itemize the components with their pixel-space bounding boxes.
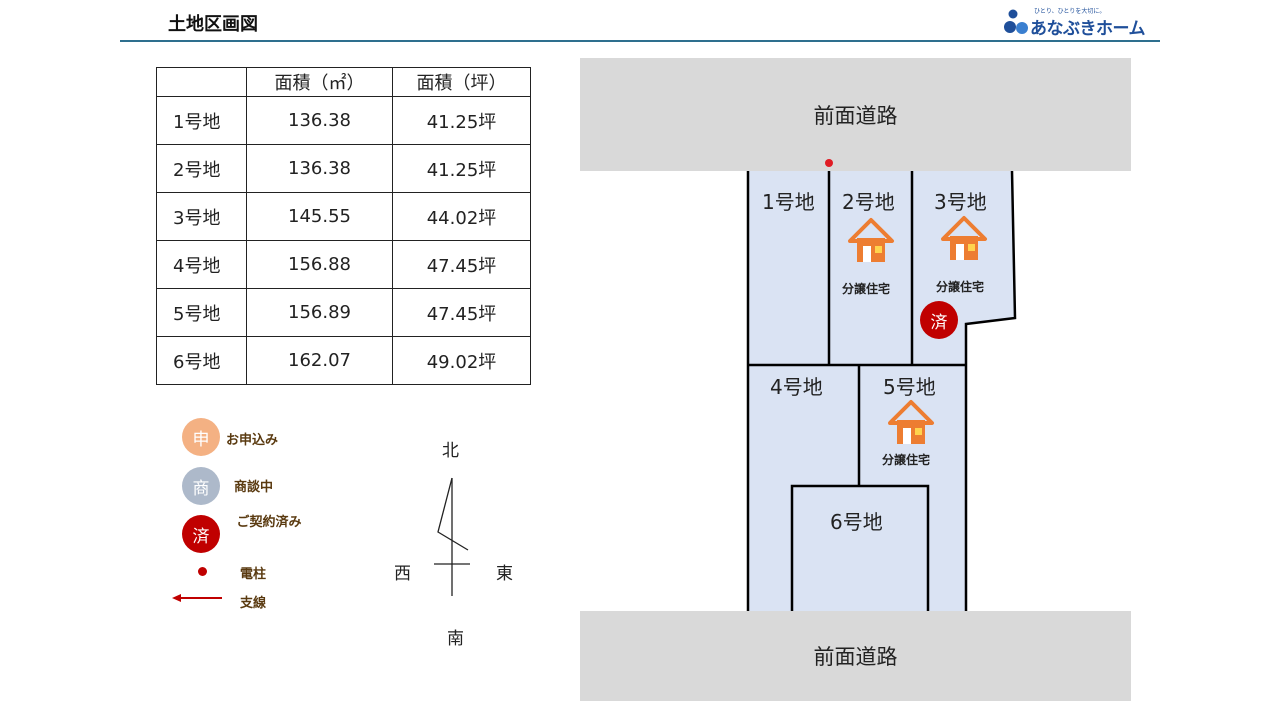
lot-name-cell: 6号地: [156, 336, 247, 385]
table-row: 6号地 162.07 49.02坪: [156, 336, 531, 385]
legend-label-contracted: ご契約済み: [236, 515, 302, 530]
page-title: 土地区画図: [168, 14, 258, 35]
compass-east: 東: [496, 564, 513, 584]
lot-label-4: 4号地: [770, 375, 823, 399]
compass-south: 南: [447, 629, 464, 649]
legend-label-applied: お申込み: [226, 433, 279, 448]
table-row: 2号地 136.38 41.25坪: [156, 144, 531, 193]
site-area: [748, 171, 1015, 611]
table-row: 1号地 136.38 41.25坪: [156, 96, 531, 145]
tsubo-cell: 41.25坪: [392, 96, 531, 145]
guy-wire-arrow-icon: [172, 594, 222, 602]
brand-tagline: ひとり、ひとりを大切に。: [1034, 8, 1106, 15]
table-header-row: 面積（㎡） 面積（坪）: [156, 67, 531, 97]
lot-label-6: 6号地: [830, 510, 883, 534]
table-row: 5号地 156.89 47.45坪: [156, 288, 531, 337]
compass-west: 西: [394, 564, 411, 584]
brand-logo: ひとり、ひとりを大切に。 あなぶきホーム: [1004, 6, 1154, 39]
lot-label-5: 5号地: [883, 375, 936, 399]
legend-label-negotiating: 商談中: [234, 480, 274, 495]
lot-name-cell: 3号地: [156, 192, 247, 241]
brand-mark-icon: [1004, 9, 1028, 34]
sold-status-icon: 済: [920, 301, 958, 339]
sqm-cell: 136.38: [246, 96, 393, 145]
lot-name-cell: 2号地: [156, 144, 247, 193]
sqm-cell: 156.89: [246, 288, 393, 337]
front-road-bottom: 前面道路: [580, 611, 1131, 701]
house-icon: [941, 216, 987, 260]
sqm-cell: 156.88: [246, 240, 393, 289]
house-icon: [888, 400, 934, 444]
house-label: 分譲住宅: [842, 282, 891, 296]
tsubo-cell: 49.02坪: [392, 336, 531, 385]
area-table: 面積（㎡） 面積（坪） 1号地 136.38 41.25坪 2号地 136.38…: [156, 67, 531, 385]
tsubo-cell: 44.02坪: [392, 192, 531, 241]
utility-pole-icon: [198, 567, 207, 576]
legend-label-pole: 電柱: [240, 567, 267, 582]
house-label: 分譲住宅: [882, 453, 931, 467]
negotiating-status-icon: 商: [182, 467, 220, 505]
front-road-top: 前面道路: [580, 58, 1131, 171]
lot-label-1: 1号地: [762, 190, 815, 214]
tsubo-cell: 41.25坪: [392, 144, 531, 193]
contracted-status-icon: 済: [182, 515, 220, 553]
lot-label-2: 2号地: [842, 190, 895, 214]
sqm-cell: 162.07: [246, 336, 393, 385]
tsubo-cell: 47.45坪: [392, 240, 531, 289]
house-icon: [848, 218, 894, 262]
sqm-cell: 136.38: [246, 144, 393, 193]
table-row: 4号地 156.88 47.45坪: [156, 240, 531, 289]
table-row: 3号地 145.55 44.02坪: [156, 192, 531, 241]
header-divider: [120, 40, 1160, 42]
compass-north: 北: [442, 441, 459, 461]
house-label: 分譲住宅: [936, 280, 985, 294]
brand-name: あなぶきホーム: [1030, 19, 1146, 39]
lot-name-cell: 4号地: [156, 240, 247, 289]
applied-status-icon: 申: [182, 418, 220, 456]
utility-pole-marker: [825, 159, 833, 167]
legend-label-guy-wire: 支線: [240, 596, 267, 611]
compass-needle-icon: [434, 477, 470, 596]
lot-label-3: 3号地: [934, 190, 987, 214]
tsubo-cell: 47.45坪: [392, 288, 531, 337]
